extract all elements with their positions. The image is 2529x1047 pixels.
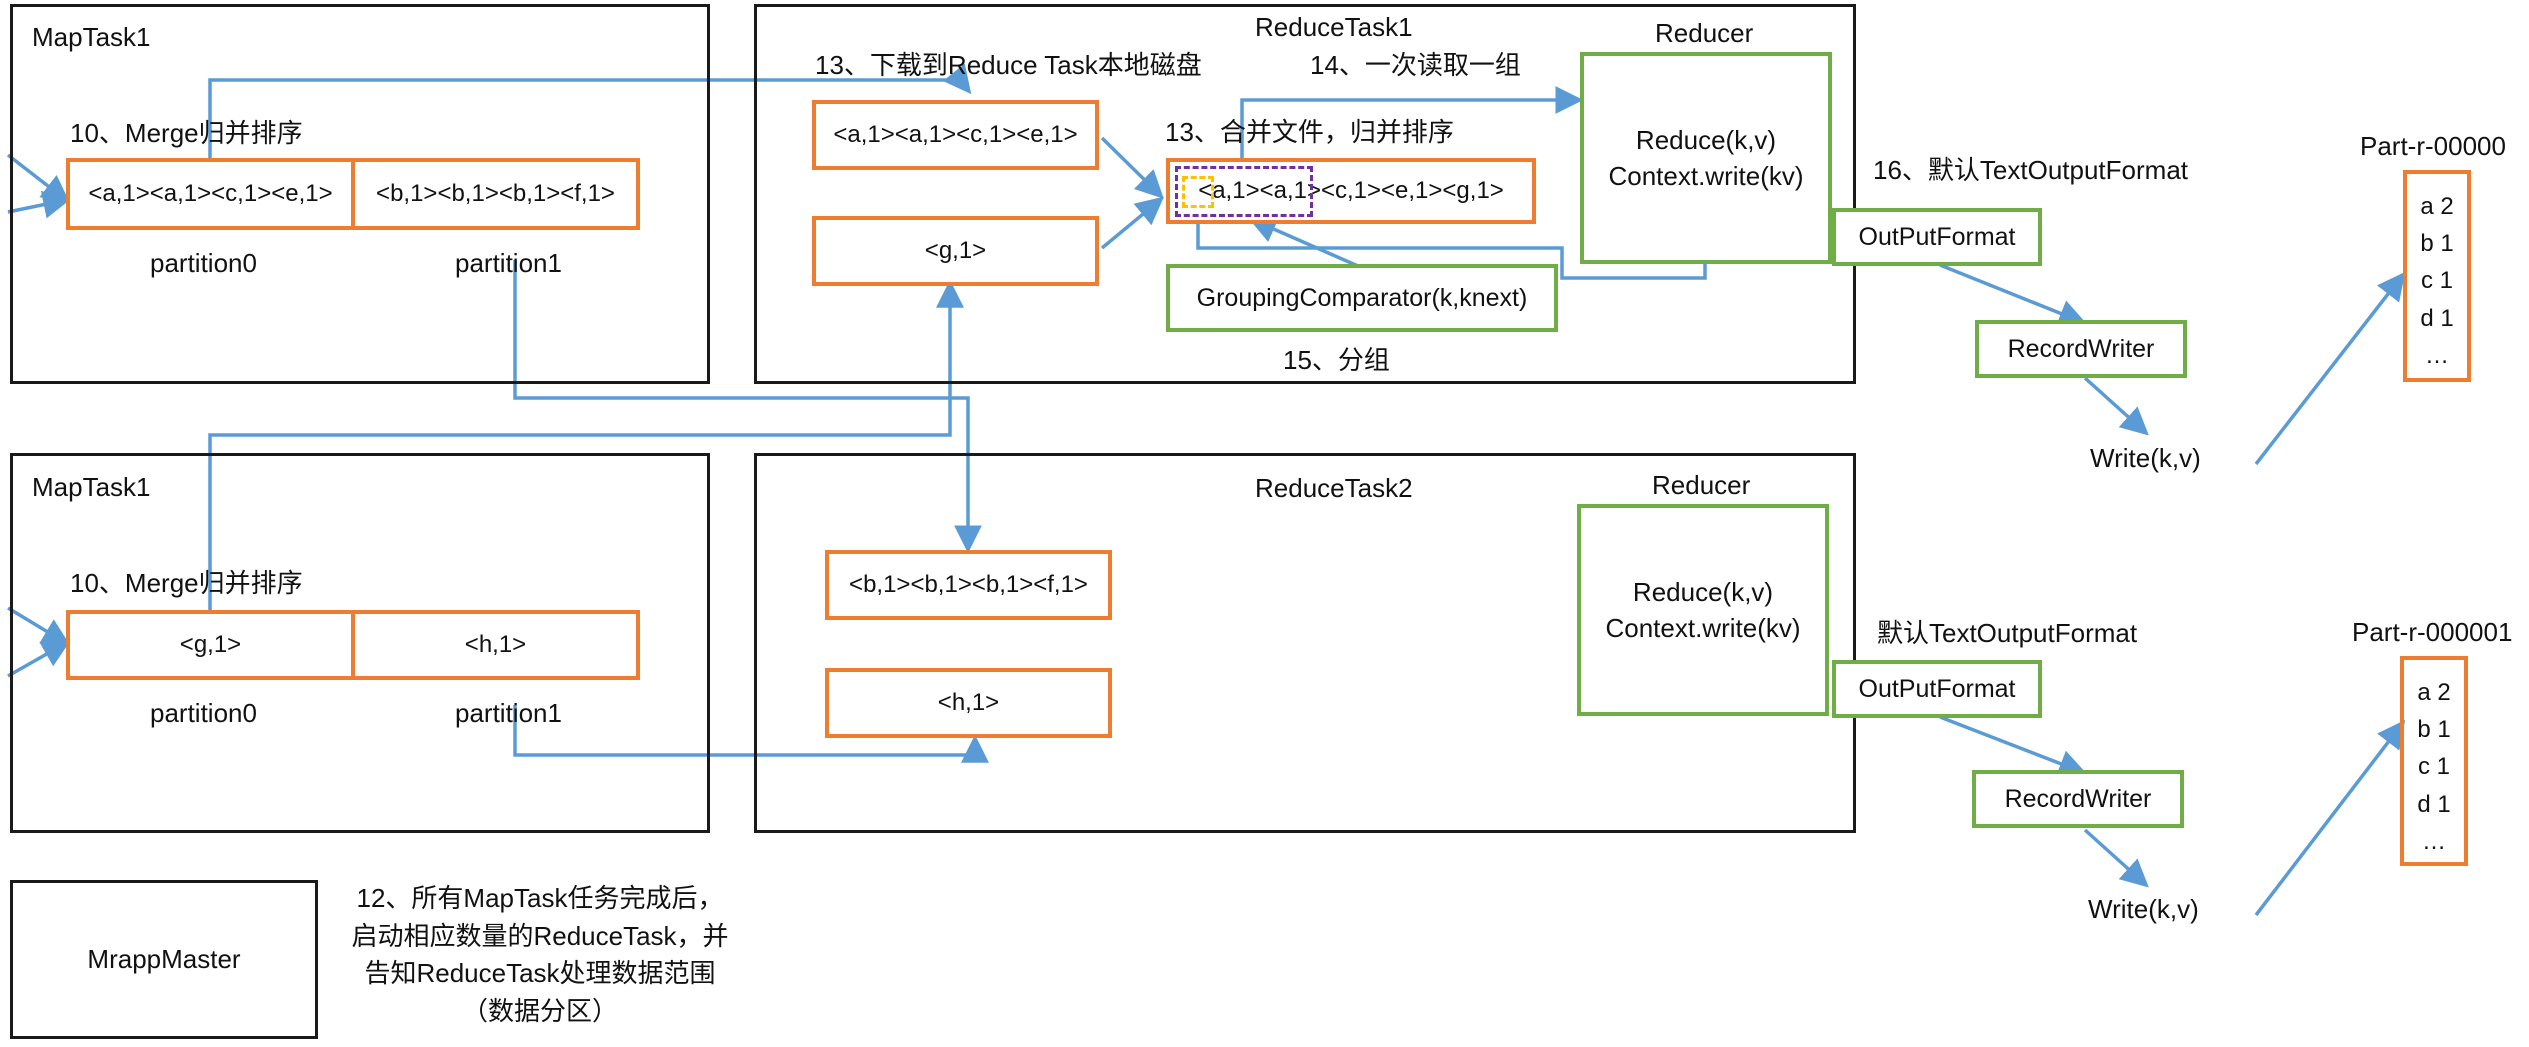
- arrow-of2-to-rw2: [1939, 715, 2087, 777]
- part-2-line-4: d 1: [2417, 790, 2451, 818]
- map-task-1-partition1-cell: <b,1><b,1><b,1><f,1>: [351, 158, 640, 230]
- reducer-2-line-2: Context.write(kv): [1605, 613, 1801, 643]
- part-1-line-4: d 1: [2420, 304, 2454, 332]
- reduce-task-1-download-label: 13、下载到Reduce Task本地磁盘: [815, 50, 1202, 80]
- grouping-comparator-text: GroupingComparator(k,knext): [1196, 283, 1528, 312]
- write-1-label: Write(k,v): [2090, 443, 2201, 473]
- mrapp-master-box: MrappMaster: [10, 880, 318, 1039]
- input-arrow-map2-b: [7, 640, 71, 678]
- arrow-grouping-to-merged: [1248, 216, 1359, 268]
- reduce-task-1-key-highlight: [1182, 176, 1214, 208]
- master-note-line-1: 12、所有MapTask任务完成后，: [356, 883, 724, 913]
- reduce-task-1-title: ReduceTask1: [1255, 12, 1413, 42]
- map-task-1-partition1-text: <b,1><b,1><b,1><f,1>: [376, 180, 615, 207]
- reducer-1-line-2: Context.write(kv): [1608, 161, 1804, 191]
- part-1-line-3: c 1: [2420, 267, 2453, 295]
- output-format-2-box: OutPutFormat: [1832, 660, 2042, 718]
- output-format-1-text: OutPutFormat: [1858, 222, 2016, 251]
- part-1-line-5: …: [2425, 341, 2449, 369]
- reduce-task-1-group-highlight: [1175, 166, 1313, 217]
- master-note-line-3: 告知ReduceTask处理数据范围: [364, 958, 716, 989]
- output-format-2-text: OutPutFormat: [1858, 674, 2016, 703]
- arrow-read-group: [1240, 86, 1584, 164]
- part-2-line-1: a 2: [2417, 679, 2451, 706]
- arrow-map1-p1-to-reduce2: [513, 260, 982, 554]
- arrow-of1-to-rw1: [1939, 263, 2087, 327]
- arrow-cell-g-to-merged: [1100, 196, 1165, 250]
- map-task-2-partition0-text: <g,1>: [179, 631, 242, 658]
- map-task-2-partition0-label: partition0: [150, 698, 257, 728]
- map-task-2-title: MapTask1: [32, 472, 151, 502]
- reduce-task-1-merge-files-label: 13、合并文件，归并排序: [1165, 117, 1454, 147]
- reducer-2-output-format-note: 默认TextOutputFormat: [1877, 618, 2138, 648]
- input-arrow-map2: [7, 606, 71, 646]
- map-task-1-box: [10, 4, 710, 384]
- map-task-1-title: MapTask1: [32, 22, 151, 52]
- reduce-task-1-cell-g-text: <g,1>: [924, 237, 987, 264]
- reducer-1-line-1: Reduce(k,v): [1635, 124, 1777, 155]
- record-writer-2-text: RecordWriter: [2004, 784, 2152, 813]
- part-2-line-2: b 1: [2417, 716, 2451, 744]
- record-writer-2-box: RecordWriter: [1972, 770, 2184, 828]
- write-2-label: Write(k,v): [2088, 894, 2199, 924]
- reducer-2-box: Reduce(k,v) Context.write(kv): [1577, 504, 1829, 716]
- map-task-2-partition1-cell: <h,1>: [351, 610, 640, 680]
- input-arrow-map1-b: [7, 190, 72, 219]
- reduce-task-1-cell-a: <a,1><a,1><c,1><e,1>: [812, 100, 1099, 170]
- arrow-write1-to-part1: [2254, 271, 2406, 466]
- reduce-task-1-read-group-label: 14、一次读取一组: [1310, 50, 1521, 80]
- reducer-2-title: Reducer: [1652, 470, 1751, 500]
- reducer-1-output-format-note: 16、默认TextOutputFormat: [1873, 155, 2188, 185]
- reduce-task-2-title: ReduceTask2: [1255, 473, 1413, 503]
- master-note-line-4: （数据分区）: [461, 996, 618, 1027]
- reduce-task-2-cell-h: <h,1>: [825, 668, 1112, 738]
- arrow-rw1-to-write1: [2083, 376, 2149, 436]
- master-note-line-2: 启动相应数量的ReduceTask，并: [351, 920, 729, 951]
- part-2-line-5: …: [2422, 827, 2446, 855]
- map-task-2-partition0-cell: <g,1>: [66, 610, 355, 680]
- part-2-file: a 2 b 1 c 1 d 1 …: [2400, 656, 2468, 866]
- part-1-title: Part-r-00000: [2360, 131, 2506, 161]
- record-writer-1-box: RecordWriter: [1975, 320, 2187, 378]
- arrow-cell-a-to-merged: [1100, 136, 1164, 199]
- reducer-1-title: Reducer: [1655, 18, 1754, 48]
- map-task-2-partition1-label: partition1: [455, 698, 562, 728]
- map-task-1-partition0-label: partition0: [150, 248, 257, 278]
- reduce-task-2-cell-b-text: <b,1><b,1><b,1><f,1>: [849, 571, 1088, 598]
- map-task-2-partition1-text: <h,1>: [464, 631, 527, 658]
- reduce-task-1-merged-cell: <a,1><a,1><c,1><e,1><g,1>: [1166, 158, 1536, 224]
- arrow-rw2-to-write2: [2083, 828, 2149, 888]
- mrapp-master-title: MrappMaster: [87, 944, 241, 974]
- reduce-task-2-box: [754, 453, 1856, 833]
- reduce-task-2-cell-h-text: <h,1>: [937, 689, 1000, 716]
- reduce-task-1-cell-g: <g,1>: [812, 216, 1099, 286]
- part-2-title: Part-r-000001: [2352, 617, 2513, 647]
- output-format-1-box: OutPutFormat: [1832, 208, 2042, 266]
- master-note: 12、所有MapTask任务完成后， 启动相应数量的ReduceTask，并 告…: [330, 880, 750, 1040]
- arrow-map1-p0-to-reduce1: [208, 63, 972, 158]
- part-1-file: a 2 b 1 c 1 d 1 …: [2403, 170, 2471, 382]
- arrow-map2-p1-to-reduce2: [513, 705, 989, 763]
- map-task-1-merge-label: 10、Merge归并排序: [70, 118, 303, 148]
- part-1-line-2: b 1: [2420, 230, 2454, 258]
- reduce-task-2-cell-b: <b,1><b,1><b,1><f,1>: [825, 550, 1112, 620]
- reduce-task-1-box: [754, 4, 1856, 384]
- reducer-1-box: Reduce(k,v) Context.write(kv): [1580, 52, 1832, 264]
- grouping-comparator-box: GroupingComparator(k,knext): [1166, 264, 1558, 332]
- reduce-task-1-cell-a-text: <a,1><a,1><c,1><e,1>: [833, 121, 1078, 148]
- map-task-2-merge-label: 10、Merge归并排序: [70, 568, 303, 598]
- reducer-2-line-1: Reduce(k,v): [1632, 576, 1774, 607]
- arrow-map2-p0-to-reduce1: [208, 279, 964, 610]
- map-task-1-partition0-cell: <a,1><a,1><c,1><e,1>: [66, 158, 355, 230]
- reduce-task-1-group-step-label: 15、分组: [1283, 345, 1390, 375]
- part-1-line-1: a 2: [2420, 193, 2454, 220]
- arrow-write2-to-part2: [2254, 719, 2406, 917]
- reduce-task-1-merged-text: <a,1><a,1><c,1><e,1><g,1>: [1198, 177, 1504, 204]
- map-task-1-partition1-label: partition1: [455, 248, 562, 278]
- record-writer-1-text: RecordWriter: [2007, 334, 2155, 363]
- map-task-2-box: [10, 453, 710, 833]
- part-2-line-3: c 1: [2417, 753, 2450, 781]
- map-task-1-partition0-text: <a,1><a,1><c,1><e,1>: [88, 180, 333, 207]
